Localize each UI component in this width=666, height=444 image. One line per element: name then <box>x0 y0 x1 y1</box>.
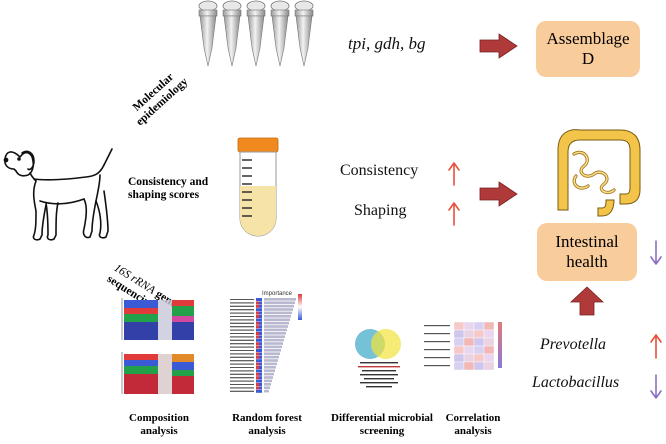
health-down-arrow <box>650 240 662 265</box>
prevotella-text: Prevotella <box>540 336 607 353</box>
correlation-caption: Correlation analysis <box>445 412 501 437</box>
random-forest-title: Importance <box>262 291 293 297</box>
random-forest-caption: Random forest analysis <box>232 412 302 437</box>
shaping-text: Shaping <box>354 202 407 219</box>
shaping-up-arrow <box>448 202 460 226</box>
dog-illustration <box>3 148 113 241</box>
arrow-to-intestine <box>479 181 518 207</box>
lactobacillus-text: Lactobacillus <box>532 374 620 391</box>
molecular-epidemiology-label: Molecular epidemiology <box>130 71 191 129</box>
consistency-up-arrow <box>448 162 460 186</box>
pcr-tubes-illustration <box>198 0 314 67</box>
differential-caption: Differential microbial screening <box>331 412 433 437</box>
composition-caption: Composition analysis <box>129 412 189 437</box>
prevotella-up-arrow <box>650 334 662 359</box>
falcon-tube-illustration <box>237 137 279 237</box>
intestine-illustration <box>557 129 641 217</box>
consistency-text: Consistency <box>340 162 419 179</box>
venn-diagram-thumbnail <box>355 329 401 388</box>
random-forest-chart-thumbnail <box>230 294 302 393</box>
genes-text: tpi, gdh, bg <box>348 34 426 53</box>
consistency-shaping-label: Consistency and shaping scores <box>128 176 209 201</box>
arrow-to-assemblage <box>479 33 518 59</box>
composition-chart-thumbnail <box>121 298 194 394</box>
correlation-heatmap-thumbnail <box>424 321 502 371</box>
intestinal-health-box: Intestinal health <box>537 223 637 281</box>
arrow-up-to-health <box>569 286 605 316</box>
lactobacillus-down-arrow <box>650 374 662 399</box>
assemblage-box: Assemblage D <box>536 21 640 77</box>
